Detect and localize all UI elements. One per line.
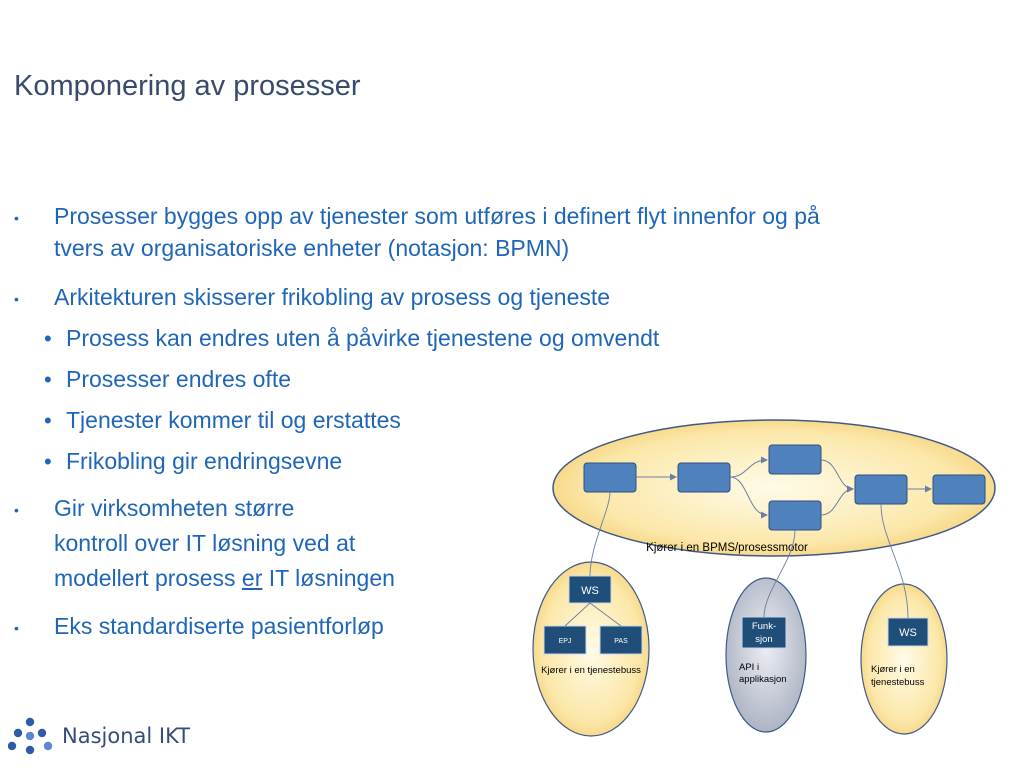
bpms-ellipse <box>552 419 996 557</box>
sub-bullet-dot: • <box>44 449 52 474</box>
process-task-5 <box>854 474 908 505</box>
bullet-dot: • <box>14 291 19 307</box>
pas-box <box>599 625 643 655</box>
left-ws-label: WS <box>581 585 599 597</box>
application-api-ellipse <box>725 577 807 733</box>
process-task-3 <box>768 444 822 475</box>
left-ws-connectors <box>564 602 622 627</box>
pas-label: PAS <box>614 638 628 645</box>
bullet-2-text: Arkitekturen skisserer frikobling av pro… <box>54 284 611 310</box>
bullet-4-text: Eks standardiserte pasientforløp <box>54 613 384 639</box>
left-ellipse-label: Kjører i en tjenestebuss <box>541 665 641 676</box>
process-task-6 <box>932 474 986 505</box>
bullet-dot: • <box>14 502 19 518</box>
bullet-3-line-3: modellert prosess er IT løsningen <box>54 562 395 595</box>
process-flow-arrows <box>636 456 932 519</box>
process-task-4 <box>768 500 822 531</box>
bullet-1-line-2: tvers av organisatoriske enheter (notasj… <box>54 235 570 261</box>
right-ws-box <box>887 617 929 647</box>
sub-bullet-dot: • <box>44 367 52 392</box>
sub-bullet-1-text: Prosess kan endres uten å påvirke tjenes… <box>66 325 660 351</box>
right-ws-label: WS <box>899 627 917 639</box>
sub-bullet-4-text: Frikobling gir endringsevne <box>66 448 343 474</box>
right-service-bus-ellipse <box>860 583 948 735</box>
sub-bullet-dot: • <box>44 408 52 433</box>
bullet-dot: • <box>14 210 19 226</box>
api-label-line-2: applikasjon <box>739 674 787 685</box>
bullet-3-line-2: kontroll over IT løsning ved at <box>54 530 356 556</box>
function-box <box>741 616 787 649</box>
bpms-label: Kjører i en BPMS/prosessmotor <box>646 542 808 554</box>
right-label-line-1: Kjører i en <box>871 664 915 675</box>
right-label-line-2: tjenestebuss <box>871 677 925 688</box>
function-label-line-2: sjon <box>755 634 772 645</box>
function-label-line-1: Funk- <box>752 621 776 632</box>
process-task-2 <box>677 462 731 493</box>
bullet-1-line-1: Prosesser bygges opp av tjenester som ut… <box>54 203 820 229</box>
sub-bullet-dot: • <box>44 326 52 351</box>
logo-text: Nasjonal IKT <box>62 724 191 748</box>
bullet-3-line-1: Gir virksomheten større <box>54 495 295 521</box>
bullet-3-line-3-post: IT løsningen <box>262 565 395 591</box>
service-binding-connectors <box>589 491 909 619</box>
sub-bullet-2-text: Prosesser endres ofte <box>66 366 292 392</box>
epj-box <box>543 625 587 655</box>
bullet-3-line-3-pre: modellert prosess <box>54 565 242 591</box>
api-label-line-1: API i <box>739 662 759 673</box>
sub-bullet-3-text: Tjenester kommer til og erstattes <box>66 407 401 433</box>
bullet-dot: • <box>14 620 19 636</box>
process-task-1 <box>583 462 637 493</box>
epj-label: EPJ <box>559 638 572 645</box>
bullet-3-underlined-word: er <box>241 565 263 591</box>
nasjonal-ikt-logo-icon <box>8 717 53 755</box>
page-title: Komponering av prosesser <box>14 70 361 102</box>
